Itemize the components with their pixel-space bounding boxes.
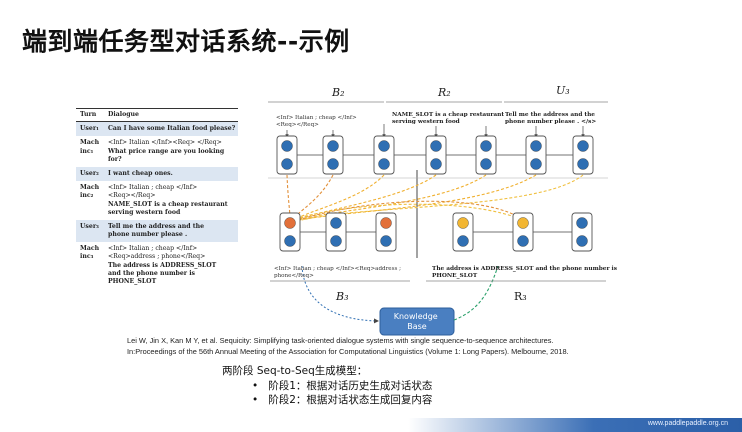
table-row: User₂ I want cheap ones. [76,166,238,182]
dialogue-line: Can I have some Italian food please? [108,125,236,133]
dialogue-cell: <Inf> Italian </Inf><Req> </Req>What pri… [108,139,238,164]
label-b2: B₂ [331,86,345,99]
label-b3: B₃ [335,290,349,303]
dialogue-cell: I want cheap ones. [108,170,238,178]
bullet-list: 两阶段 Seq-to-Seq生成模型： • 阶段1：根据对话历史生成对话状态 •… [222,364,432,408]
dialogue-line: <Inf> Italian ; cheap </Inf> [108,184,198,192]
dialogue-line: <Req></Req> [108,192,156,200]
dialogue-line: What price range are you looking for? [108,147,225,163]
knowledge-base-label: Knowledge Base [394,312,441,331]
encoder-cell [572,135,594,175]
encoder-cell [525,135,547,175]
attention-curves [286,174,584,221]
table-rows: User₁ Can I have some Italian food please… [76,122,238,290]
dialogue-line: <Inf> Italian </Inf><Req> </Req> [108,139,222,147]
label-r3: R₃ [514,290,527,303]
bullet-item: • 阶段2：根据对话状态生成回复内容 [252,394,433,407]
dialogue-line: <Inf> Italian ; cheap </Inf> [108,245,198,253]
dialogue-line: <Req>address ; phone</Req> [108,253,206,261]
text-r3: The address is ADDRESS_SLOT and the phon… [432,266,619,279]
encoder-cell [322,135,344,175]
label-u3: U₃ [556,84,570,97]
citation-line: In:Proceedings of the 56th Annual Meetin… [127,346,569,356]
dialogue-line: PHONE_SLOT [108,278,157,285]
citation: Lei W, Jin X, Kan M Y, et al. Sequicity:… [127,336,569,357]
kb-result-curve [453,265,499,321]
input-arrows [285,124,585,138]
encoder-cell [373,135,395,175]
dialogue-line: The address is ADDRESS_SLOT [108,261,217,269]
header-turn: Turn [80,111,97,118]
citation-line: Lei W, Jin X, Kan M Y, et al. Sequicity:… [127,336,554,345]
footer-bar [0,418,742,432]
knowledge-base-box [379,307,455,336]
dialogue-line: and the phone number is [108,269,196,277]
bullet-heading: 两阶段 Seq-to-Seq生成模型： [222,365,368,377]
turn-cell: User₂ [80,169,99,177]
header-dialogue: Dialogue [108,111,139,118]
decoder-cell [452,212,474,252]
decoder-cell [279,212,301,252]
dialogue-cell: Can I have some Italian food please? [108,125,238,133]
encoder-cell [425,135,447,175]
text-b2: <Inf> Italian ; cheap </Inf> <Req></Req> [276,115,358,128]
rnn-cells [276,135,594,252]
dialogue-cell: <Inf> Italian ; cheap </Inf><Req>address… [108,245,238,286]
decoder-cell [375,212,397,252]
dialogue-table: Turn Dialogue User₁ Can I have some Itali… [76,108,238,290]
encoder-cell [276,135,298,175]
seq2seq-diagram: B₂ R₂ U₃ <Inf> Italian ; cheap </Inf> <R… [268,84,619,336]
turn-cell: Mach inc₂ [80,184,100,200]
turn-cell: User₃ [80,222,99,230]
dialogue-line: NAME_SLOT is a cheap restaurant [108,200,228,208]
label-r2: R₂ [437,86,451,99]
text-r2: NAME_SLOT is a cheap restaurant serving … [392,112,506,125]
dialogue-line: phone number please . [108,231,188,239]
footer-url: www.paddlepaddle.org.cn [647,420,728,427]
table-row: Mach inc₂ <Inf> Italian ; cheap </Inf><Re… [76,181,238,220]
bullet-item: • 阶段1：根据对话历史生成对话状态 [252,379,433,392]
table-row: Mach inc₃ <Inf> Italian ; cheap </Inf><Re… [76,242,238,290]
table-row: User₁ Can I have some Italian food please… [76,122,238,137]
text-b3: <Inf> Italian ; cheap </Inf><Req>address… [274,266,403,279]
table-row: Mach inc₁ <Inf> Italian </Inf><Req> </Req… [76,136,238,167]
decoder-cell [325,212,347,252]
decoder-cell [571,212,593,252]
dialogue-line: I want cheap ones. [108,169,173,177]
decoder-cell [512,212,534,252]
encoder-cell [475,135,497,175]
turn-cell: Mach inc₃ [80,245,100,261]
slide-title: 端到端任务型对话系统--示例 [22,27,350,56]
dialogue-line: Tell me the address and the [108,222,205,230]
turn-cell: User₁ [80,125,99,133]
text-u3: Tell me the address and the phone number… [505,112,597,125]
dialogue-line: serving western food [108,208,181,216]
turn-cell: Mach inc₁ [80,139,100,155]
table-header: Turn Dialogue [76,108,238,123]
dialogue-cell: <Inf> Italian ; cheap </Inf><Req></Req>N… [108,184,238,217]
